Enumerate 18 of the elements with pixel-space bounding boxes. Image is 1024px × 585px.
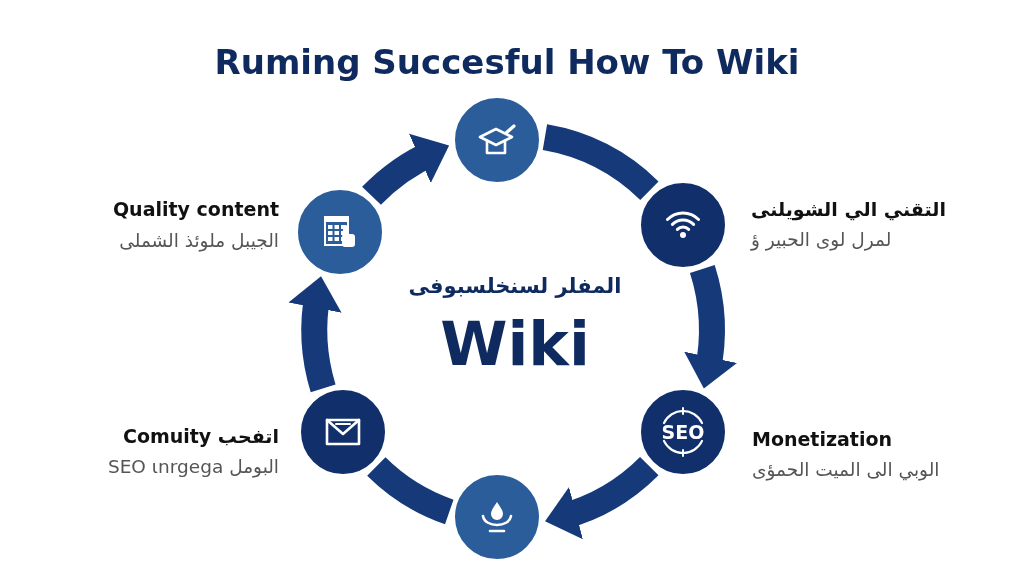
center-title: Wiki <box>440 306 590 381</box>
step-description: SEO ɩnrgega البومل <box>107 455 279 479</box>
step-description: الجيبل ملوئذ الشملى <box>119 229 279 253</box>
connector <box>367 456 455 525</box>
arrow <box>683 265 737 389</box>
step-heading: Monetization <box>752 428 893 452</box>
step-heading: Quality content <box>112 198 279 222</box>
center-subtitle: المفلر لسنخلسبوفى <box>408 272 622 300</box>
arrow <box>362 134 449 206</box>
step-heading: Comuity اتفحب <box>122 425 279 449</box>
step-description: لمرل لوى الحبير ؤ <box>751 228 892 252</box>
title: Ruming Succesful How To Wiki <box>214 40 800 84</box>
step-description: الوبي الى الميت الحمؤى <box>752 458 940 482</box>
circle-label: SEO <box>661 420 705 444</box>
arrow <box>289 276 343 392</box>
arrow <box>545 456 658 538</box>
connector <box>541 124 658 201</box>
step-heading: التقني الي الشويلنى <box>751 198 946 222</box>
